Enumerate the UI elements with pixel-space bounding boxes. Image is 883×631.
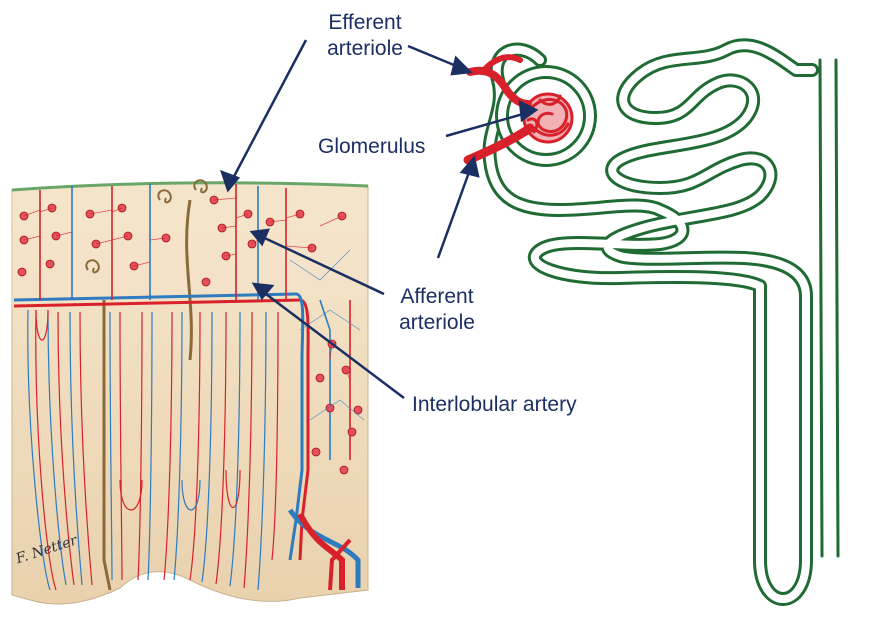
nephron	[463, 38, 840, 606]
efferent-arteriole-label: Efferent arteriole	[310, 10, 420, 62]
efferent-section-pointer	[228, 39, 308, 185]
afferent-arteriole-label: Afferent arteriole	[382, 284, 492, 336]
interlobular-artery-label: Interlobular artery	[412, 392, 577, 418]
collecting-duct	[85, 179, 208, 591]
nephron-tubule	[482, 38, 819, 606]
renal-capsule	[11, 181, 369, 192]
interlobular-text: Interlobular artery	[412, 393, 577, 416]
interlobular-pointer	[257, 287, 405, 399]
glomerulus-pointer	[445, 110, 531, 138]
efferent-line-1: Efferent	[328, 11, 402, 34]
glomerulus-label: Glomerulus	[318, 134, 425, 160]
glomerulus-tuft	[522, 92, 574, 144]
afferent-arteriole	[463, 123, 535, 165]
afferent-line-2: arteriole	[399, 311, 475, 334]
efferent-line-2: arteriole	[327, 37, 403, 60]
afferent-section-pointer	[255, 232, 385, 296]
capillary-network	[23, 197, 351, 381]
afferent-pointer	[436, 163, 474, 259]
vasa-recta	[27, 309, 279, 591]
afferent-line-1: Afferent	[400, 285, 474, 308]
glomerulus-text: Glomerulus	[318, 135, 426, 158]
cortex-region	[12, 184, 366, 305]
collecting-duct-right	[818, 58, 840, 558]
kidney-section	[11, 179, 369, 605]
capillary-network-venous	[289, 249, 365, 421]
pointer-lines	[219, 39, 539, 399]
